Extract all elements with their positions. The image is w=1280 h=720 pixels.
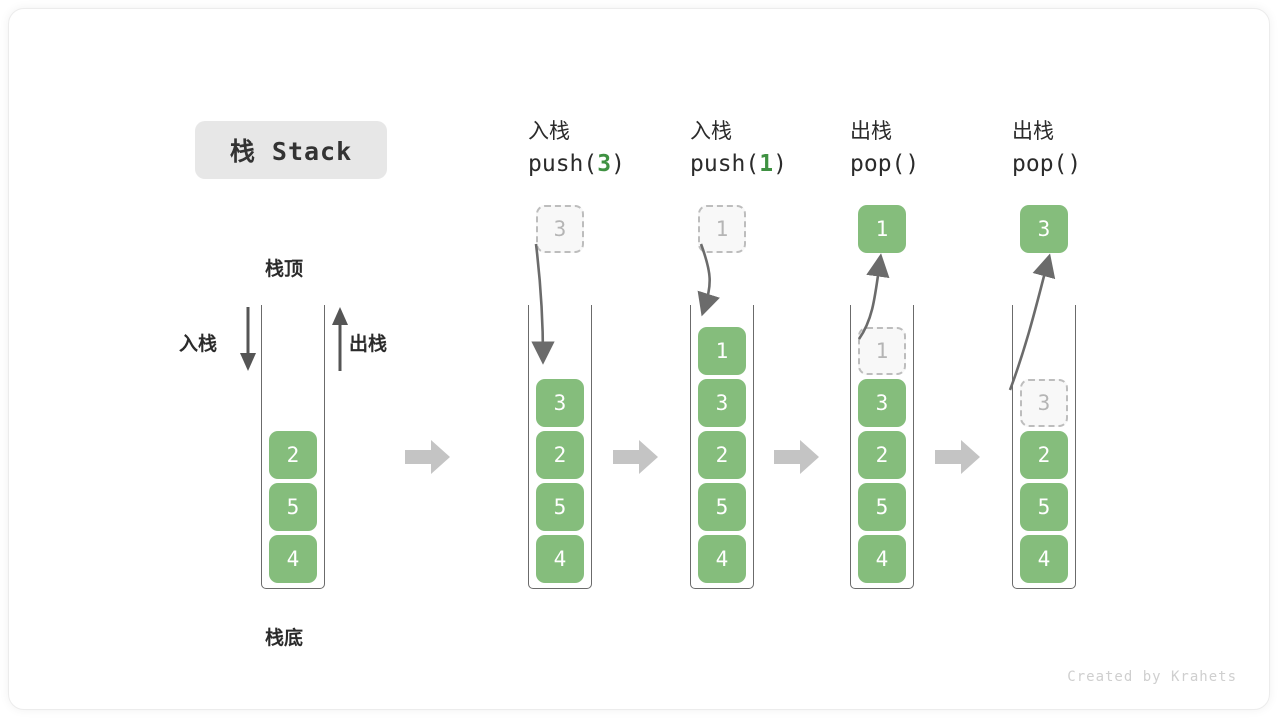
code-prefix: pop( — [1012, 151, 1068, 177]
step-op-code: push(3) — [528, 147, 698, 181]
step-op-code: pop() — [850, 147, 1020, 181]
step-header-pop-3: 出栈 pop() — [1012, 117, 1182, 181]
motion-arrows-layer — [531, 243, 1056, 391]
incoming-element: 1 — [698, 205, 746, 253]
step-op-label: 出栈 — [850, 120, 892, 143]
step-op-code: push(1) — [690, 147, 860, 181]
stack-cell: 5 — [858, 483, 906, 531]
stack-cell: 5 — [1020, 483, 1068, 531]
stack-cell: 3 — [698, 379, 746, 427]
transition-arrow-icon-3 — [774, 440, 819, 474]
stack-cell: 5 — [536, 483, 584, 531]
stack-cell: 4 — [858, 535, 906, 583]
stack-cell: 1 — [858, 327, 906, 375]
transition-arrow-icon-1 — [405, 440, 450, 474]
stack-cell: 2 — [698, 431, 746, 479]
stack-title-pill: 栈 Stack — [195, 121, 387, 179]
stack-top-label: 栈顶 — [265, 259, 304, 280]
stack-container-push-3 — [528, 305, 592, 589]
stack-container-push-1 — [690, 305, 754, 589]
code-prefix: push( — [690, 151, 760, 177]
stack-cell: 2 — [1020, 431, 1068, 479]
code-suffix: ) — [905, 151, 920, 177]
step-header-push-3: 入栈 push(3) — [528, 117, 698, 181]
stack-cell: 3 — [858, 379, 906, 427]
stack-cell: 4 — [698, 535, 746, 583]
code-argument: 3 — [597, 151, 612, 177]
stack-cell: 2 — [858, 431, 906, 479]
credit-text: Created by Krahets — [1067, 669, 1237, 685]
base-stack-cell: 5 — [269, 483, 317, 531]
code-argument: 1 — [759, 151, 774, 177]
stack-cell: 3 — [536, 379, 584, 427]
incoming-element: 3 — [536, 205, 584, 253]
stack-cell: 2 — [536, 431, 584, 479]
stack-cell: 3 — [1020, 379, 1068, 427]
step-op-label: 入栈 — [528, 120, 570, 143]
base-stack-container — [261, 305, 325, 589]
base-pop-arrow-icon — [332, 307, 348, 371]
code-suffix: ) — [1067, 151, 1082, 177]
stack-container-pop-3 — [1012, 305, 1076, 589]
step-header-push-1: 入栈 push(1) — [690, 117, 860, 181]
outgoing-element: 3 — [1020, 205, 1068, 253]
code-suffix: ) — [773, 151, 787, 177]
motion-arrow-push-1 — [697, 243, 720, 317]
code-prefix: pop( — [850, 151, 906, 177]
step-op-code: pop() — [1012, 147, 1182, 181]
stack-cell: 5 — [698, 483, 746, 531]
stack-cell: 4 — [1020, 535, 1068, 583]
base-stack-cell: 4 — [269, 535, 317, 583]
code-prefix: push( — [528, 151, 598, 177]
base-push-arrow-icon — [240, 307, 256, 371]
step-op-label: 出栈 — [1012, 120, 1054, 143]
base-pop-label: 出栈 — [349, 334, 388, 355]
transition-arrow-icon-2 — [613, 440, 658, 474]
stack-cell: 1 — [698, 327, 746, 375]
stack-container-pop-1 — [850, 305, 914, 589]
step-header-pop-1: 出栈 pop() — [850, 117, 1020, 181]
outgoing-element: 1 — [858, 205, 906, 253]
step-op-label: 入栈 — [690, 120, 732, 143]
stack-bottom-label: 栈底 — [265, 628, 304, 649]
stack-cell: 4 — [536, 535, 584, 583]
transition-arrow-icon-4 — [935, 440, 980, 474]
base-stack-cell: 2 — [269, 431, 317, 479]
base-push-label: 入栈 — [179, 334, 218, 355]
code-suffix: ) — [611, 151, 625, 177]
